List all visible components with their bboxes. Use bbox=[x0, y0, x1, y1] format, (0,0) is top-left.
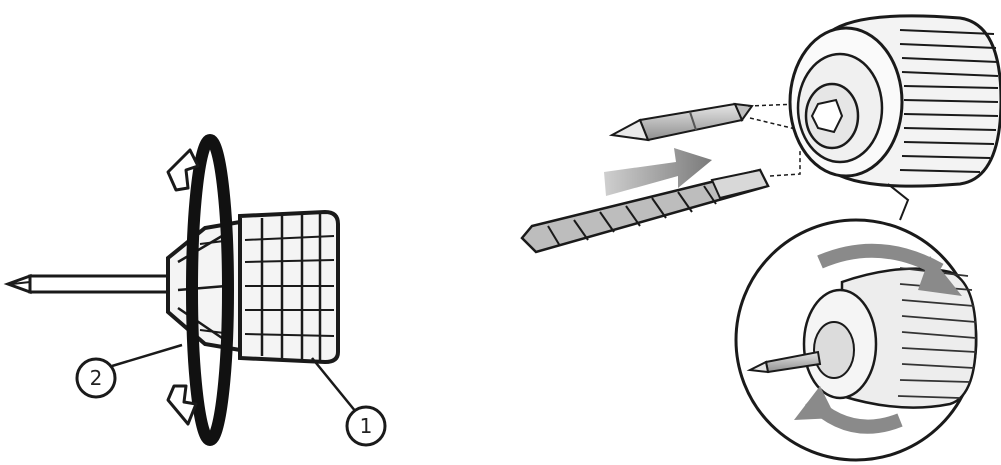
magnifier-leader bbox=[887, 183, 910, 221]
drill-chuck-icon bbox=[788, 14, 1001, 188]
callout-1: 1 bbox=[311, 357, 387, 447]
chuck-sleeve-knurled bbox=[238, 209, 340, 365]
drill-bit-icon bbox=[520, 168, 770, 254]
rotation-arrow-icon bbox=[166, 134, 234, 446]
callout-1-label: 1 bbox=[360, 414, 373, 438]
magnifier-circle-icon bbox=[734, 218, 978, 462]
callout-2-label: 2 bbox=[90, 366, 103, 390]
callout-2: 2 bbox=[75, 343, 183, 399]
screwdriver-bit-icon bbox=[608, 102, 754, 142]
left-figure-keyless-chuck: 2 1 bbox=[3, 134, 387, 447]
screwdriver-bit-icon bbox=[3, 273, 182, 295]
right-figure-bit-insertion bbox=[520, 14, 1001, 462]
insert-arrow-icon bbox=[604, 148, 712, 196]
